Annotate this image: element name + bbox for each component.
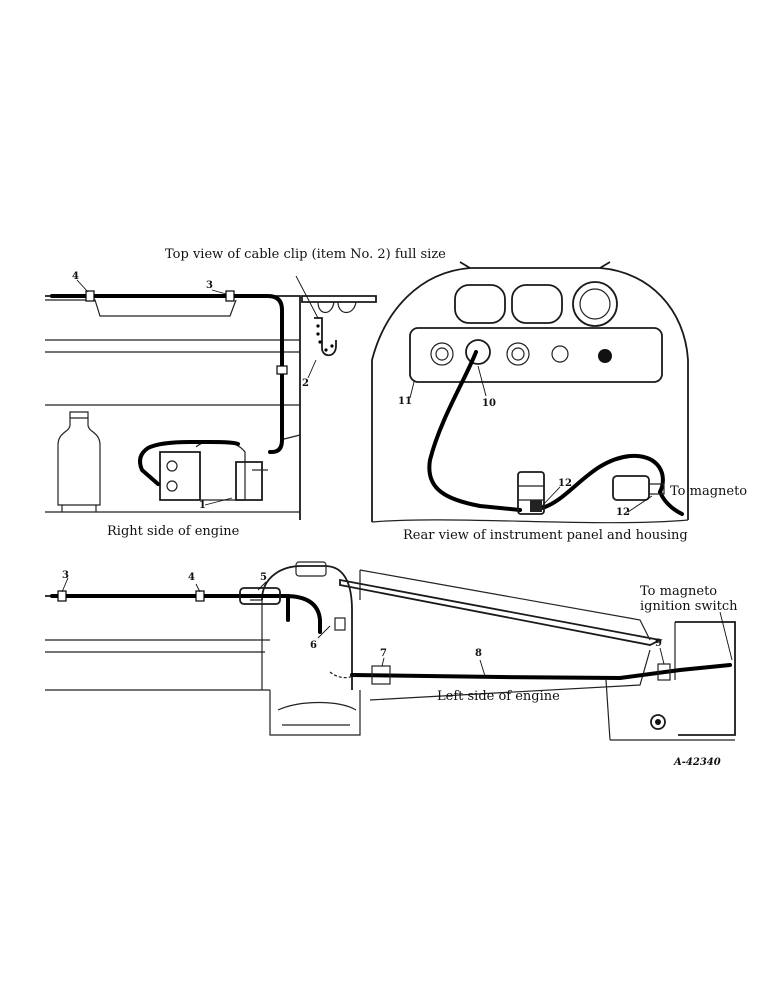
callout-1: 1 <box>199 500 206 511</box>
right-side-engine-view: 4 3 2 1 Top view of cable clip (item No.… <box>45 247 446 539</box>
callout-3: 3 <box>62 570 69 581</box>
callout-4: 4 <box>72 271 79 282</box>
callout-11: 11 <box>398 396 412 407</box>
caption-top-view-cable-clip: Top view of cable clip (item No. 2) full… <box>165 247 446 262</box>
caption-to-magneto: To magneto <box>670 484 747 499</box>
caption-left-side-engine: Left side of engine <box>437 689 560 704</box>
left-side-engine-view: 3 4 5 6 7 8 9 To magneto ignition switch… <box>45 561 738 768</box>
callout-12: 12 <box>616 507 630 518</box>
caption-right-side-engine: Right side of engine <box>107 524 240 539</box>
caption-rear-view-instrument-panel: Rear view of instrument panel and housin… <box>403 528 688 543</box>
callout-5: 5 <box>260 572 267 583</box>
figure-code: A-42340 <box>673 757 721 768</box>
callout-10: 10 <box>482 398 496 409</box>
callout-7: 7 <box>380 648 387 659</box>
caption-to-magneto-switch-line2: ignition switch <box>640 599 738 614</box>
callout-8: 8 <box>475 648 482 659</box>
callout-4: 4 <box>188 572 195 583</box>
callout-6: 6 <box>310 640 317 651</box>
callout-9: 9 <box>655 638 662 649</box>
callout-12: 12 <box>558 478 572 489</box>
callout-2: 2 <box>302 378 309 389</box>
callout-3: 3 <box>206 280 213 291</box>
rear-view-instrument-panel: 11 10 12 12 To magneto Rear view of inst… <box>371 261 747 543</box>
caption-to-magneto-switch-line1: To magneto <box>640 584 717 599</box>
